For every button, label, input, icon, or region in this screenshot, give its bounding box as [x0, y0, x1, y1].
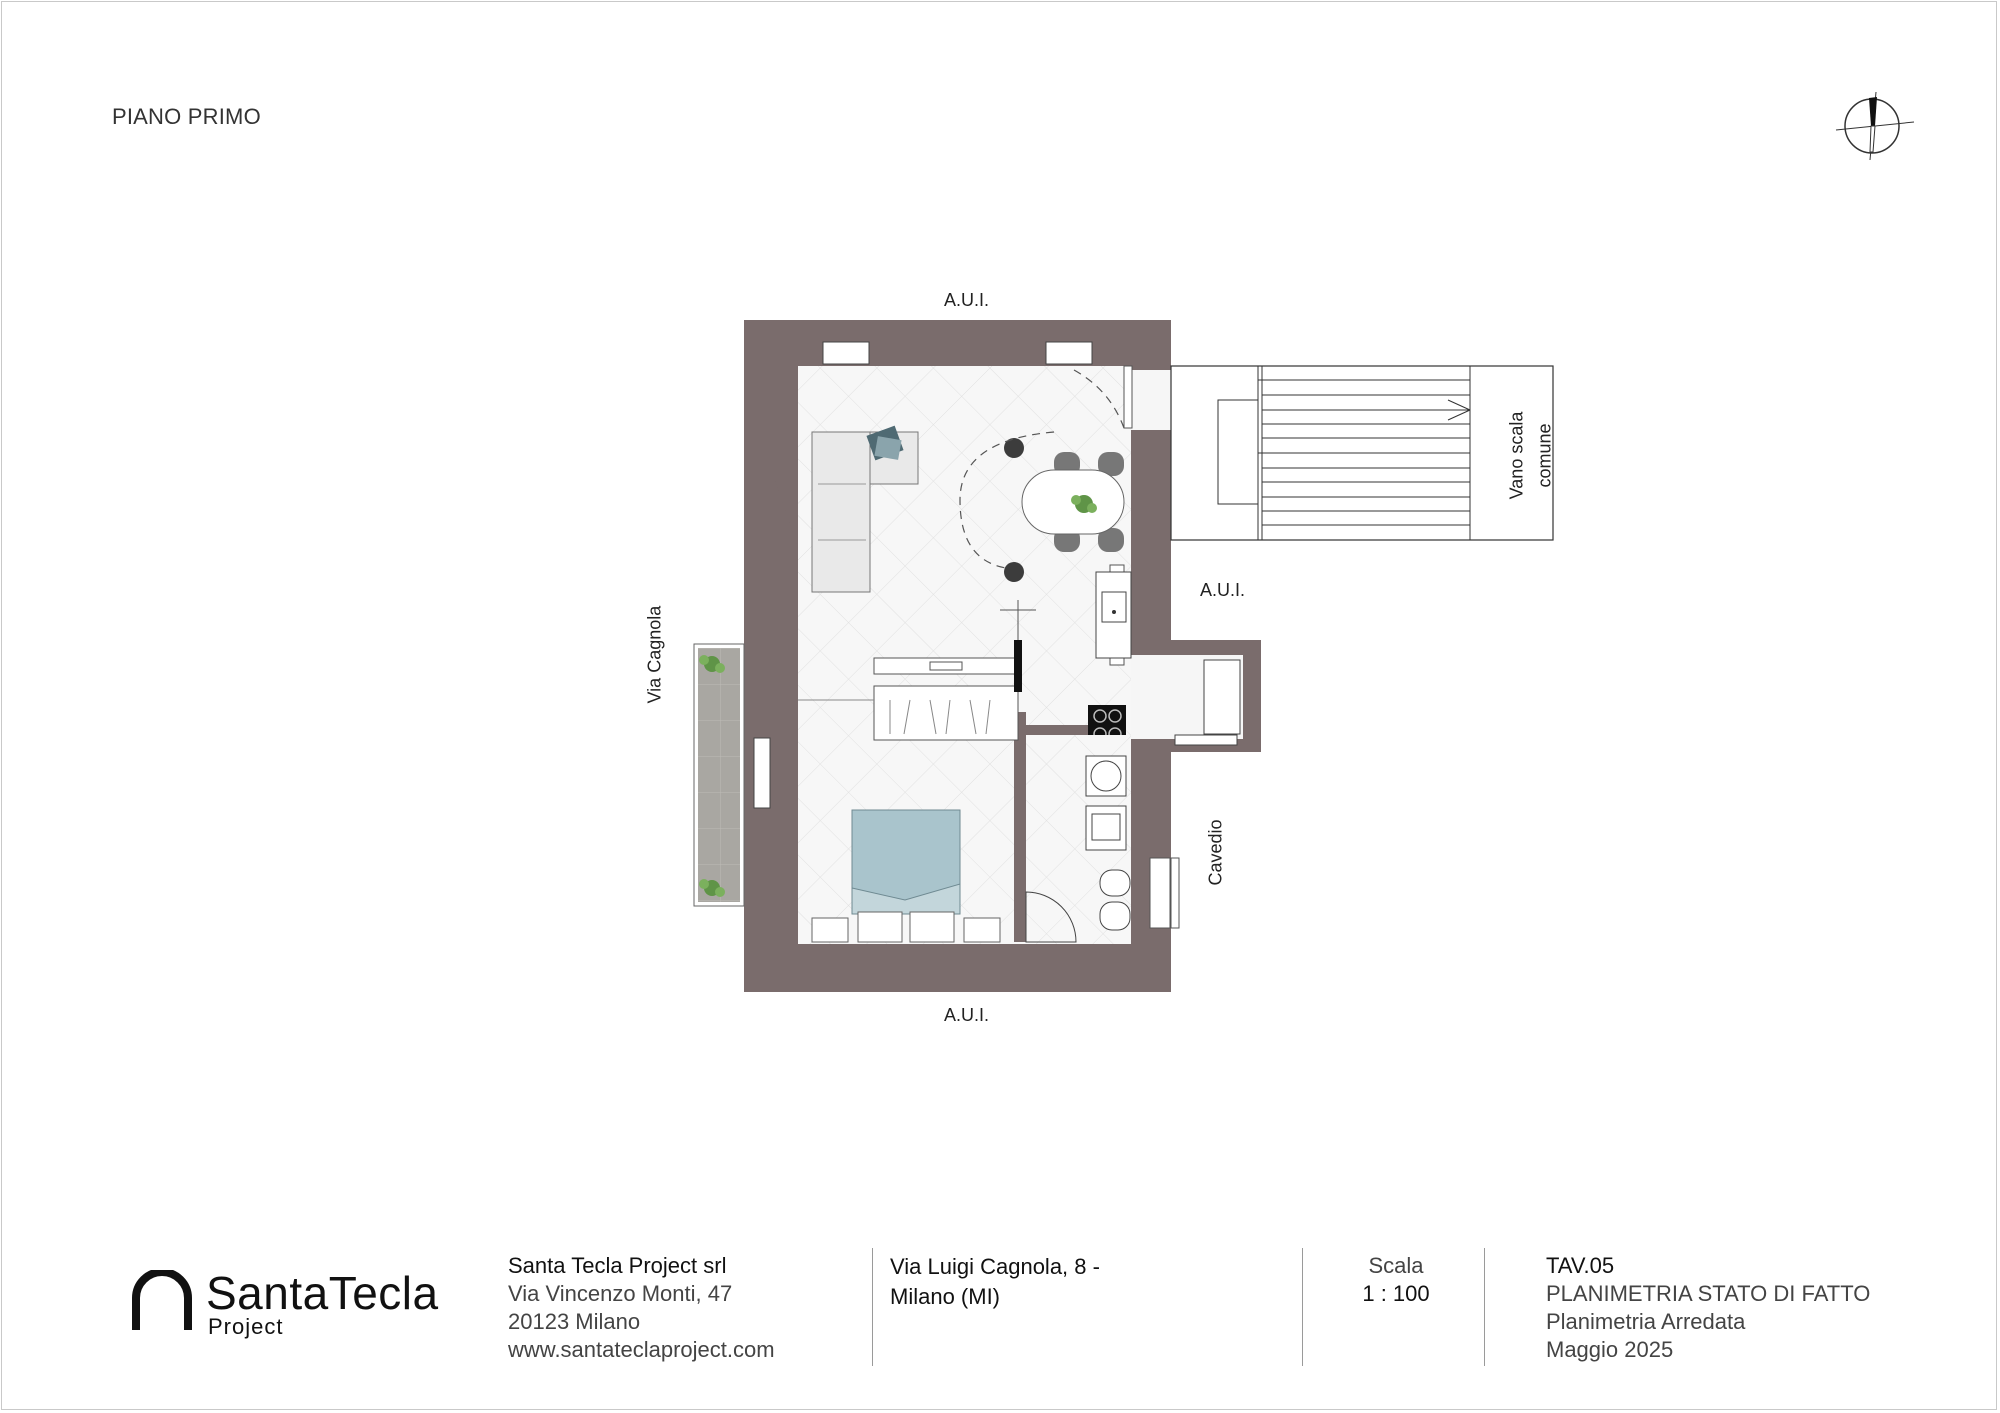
wardrobe [798, 600, 1036, 741]
street-label: Via Cagnola [644, 605, 665, 704]
company-website[interactable]: www.santateclaproject.com [508, 1337, 775, 1362]
project-address-line2: Milano (MI) [890, 1284, 1001, 1309]
stairwell-label-line2: comune [1534, 423, 1555, 488]
project-address: Via Luigi Cagnola, 8 - Milano (MI) [890, 1252, 1100, 1312]
dining-table [1004, 438, 1125, 582]
company-details: Santa Tecla Project srl Via Vincenzo Mon… [508, 1252, 775, 1364]
company-street: Via Vincenzo Monti, 47 [508, 1281, 733, 1306]
company-city: 20123 Milano [508, 1309, 641, 1334]
project-address-line1: Via Luigi Cagnola, 8 - [890, 1254, 1100, 1279]
drawing-title: PLANIMETRIA STATO DI FATTO [1546, 1281, 1871, 1306]
shaft-label: Cavedio [1205, 819, 1226, 886]
company-logo-icon [132, 1270, 192, 1330]
scale-block: Scala 1 : 100 [1340, 1252, 1452, 1308]
bathroom [1025, 735, 1180, 943]
logo-sub: Project [208, 1314, 284, 1339]
north-arrow-icon [1835, 92, 1915, 161]
sofa [811, 425, 919, 593]
logo-name: SantaTecla [206, 1267, 439, 1319]
stairwell-label-line1: Vano scala [1506, 411, 1527, 500]
common-stairwell [1170, 365, 1554, 541]
windows [744, 341, 1093, 809]
drawing-info: TAV.05 PLANIMETRIA STATO DI FATTO Planim… [1546, 1252, 1870, 1364]
separator [872, 1248, 873, 1366]
aui-right-label: A.U.I. [1200, 580, 1246, 600]
balcony [693, 643, 745, 907]
company-name: Santa Tecla Project srl [508, 1253, 727, 1278]
drawing-subtitle: Planimetria Arredata [1546, 1309, 1746, 1334]
kitchen-annex [1131, 640, 1261, 752]
separator [1302, 1248, 1303, 1366]
scale-label: Scala [1368, 1253, 1424, 1278]
drawing-code: TAV.05 [1546, 1253, 1615, 1278]
separator [1484, 1248, 1485, 1366]
aui-bottom-label: A.U.I. [944, 1005, 990, 1025]
floor-label: PIANO PRIMO [112, 104, 261, 129]
double-bed [811, 809, 1001, 943]
drawing-date: Maggio 2025 [1546, 1337, 1674, 1362]
entry-door [1123, 365, 1133, 429]
title-block: SantaTecla Project Santa Tecla Project s… [0, 1240, 2000, 1390]
scale-value: 1 : 100 [1362, 1281, 1430, 1306]
aui-top-label: A.U.I. [944, 290, 990, 310]
